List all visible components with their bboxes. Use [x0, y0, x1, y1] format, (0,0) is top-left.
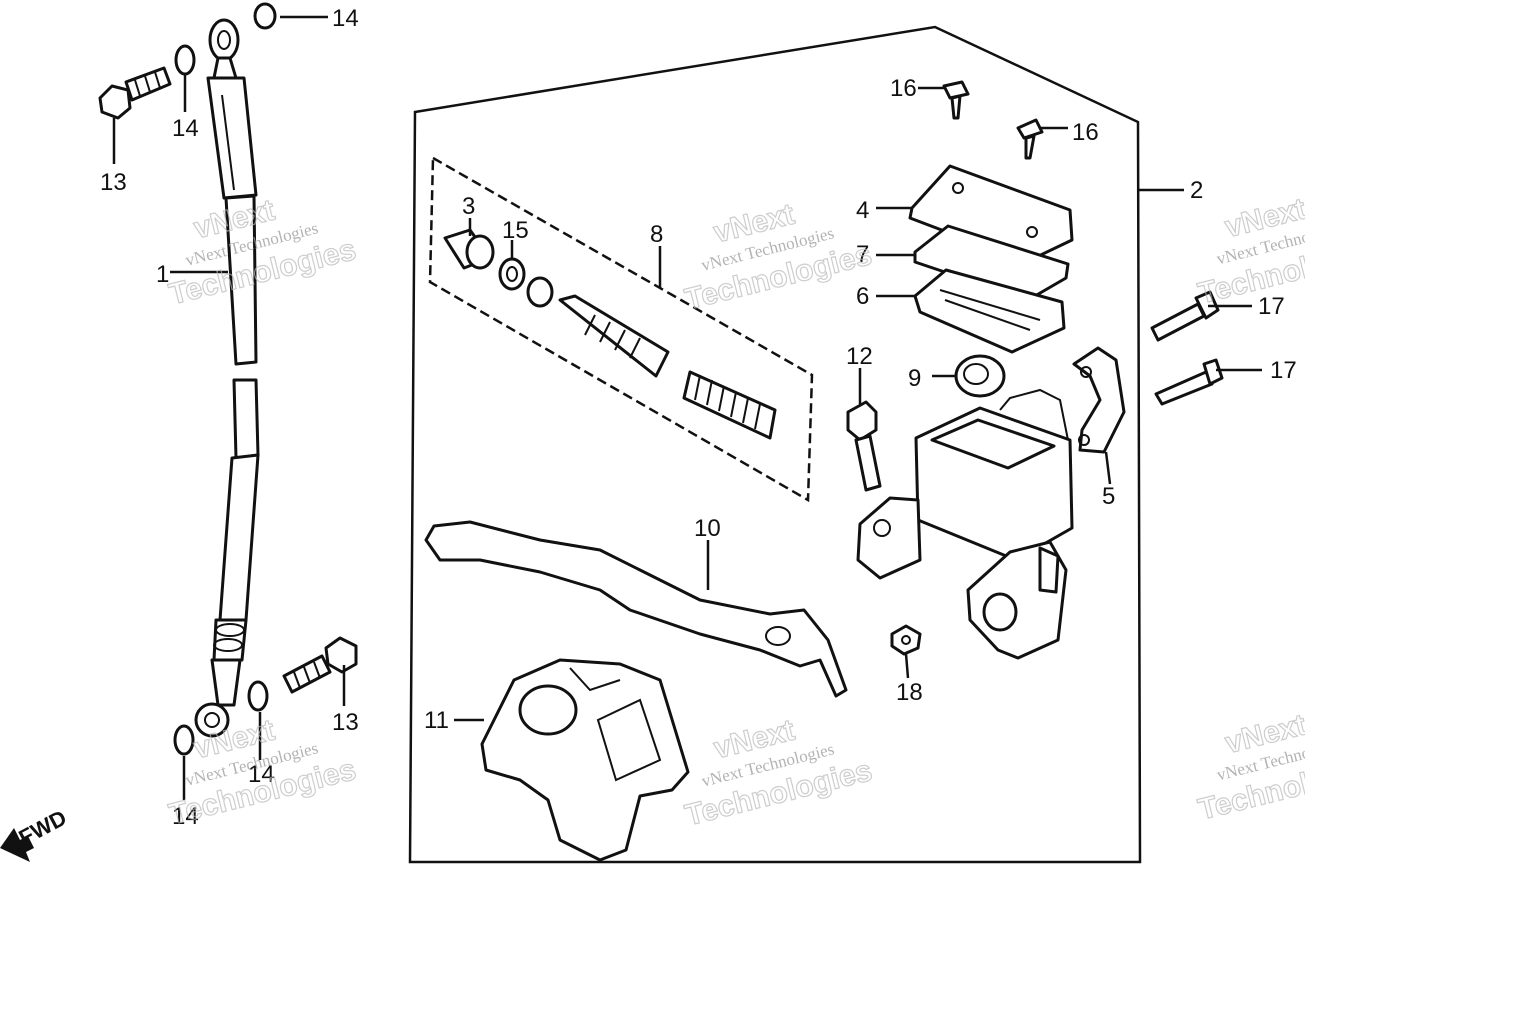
forward-arrow-icon	[0, 828, 34, 862]
forward-direction-indicator: FWD	[0, 805, 71, 862]
sealing-washer-1	[174, 44, 196, 76]
callout-14-upper: 14	[172, 115, 199, 142]
sealing-washer-3	[247, 680, 269, 712]
callout-14-lower: 14	[248, 761, 275, 788]
dust-boot	[954, 354, 1006, 398]
callout-5: 5	[1102, 483, 1115, 510]
callout-14-bottom: 14	[172, 803, 199, 830]
callout-14-top: 14	[332, 5, 359, 32]
callout-2: 2	[1190, 177, 1203, 204]
callout-16-right: 16	[1072, 119, 1099, 146]
callout-3: 3	[462, 193, 475, 220]
cap-screw-1	[942, 80, 970, 120]
reservoir-cap	[908, 164, 1074, 264]
callout-18: 18	[896, 679, 923, 706]
right-margin	[1305, 0, 1536, 1024]
callout-16-left: 16	[890, 75, 917, 102]
leader-lines	[112, 15, 1262, 800]
brake-hose	[194, 18, 260, 738]
lever-holder	[1072, 346, 1126, 454]
watermark-bottom-center: vNext vNext Technologies Technologies	[681, 713, 876, 833]
master-cylinder-body	[856, 388, 1074, 660]
assembly-frame	[408, 25, 1142, 864]
callout-13-lower: 13	[332, 709, 359, 736]
callout-17-lower: 17	[1270, 357, 1297, 384]
callout-7: 7	[856, 241, 869, 268]
callout-15: 15	[502, 217, 529, 244]
callout-1: 1	[156, 261, 169, 288]
banjo-bolt-upper	[98, 66, 172, 120]
callout-12: 12	[846, 343, 873, 370]
watermark-top-center: vNext vNext Technologies Technologies	[681, 197, 876, 317]
piston-kit-parts	[443, 228, 777, 440]
callout-17-upper: 17	[1258, 293, 1285, 320]
sealing-washer-4	[173, 724, 195, 756]
holder-bolt-1	[1150, 290, 1220, 342]
cap-screw-2	[1016, 118, 1044, 160]
diaphragm	[913, 268, 1066, 354]
callout-9: 9	[908, 365, 921, 392]
callout-4: 4	[856, 197, 869, 224]
pivot-nut	[890, 624, 922, 656]
callout-labels: 1 2 3 4 5 6 7 8 9 10 11 12 13 13 14 14 1…	[100, 5, 1297, 830]
callout-6: 6	[856, 283, 869, 310]
piston-kit-frame	[428, 155, 814, 503]
callout-13-upper: 13	[100, 169, 127, 196]
lever-cover	[480, 658, 690, 862]
brake-lever	[424, 520, 848, 698]
callout-11: 11	[424, 707, 449, 734]
brake-switch	[846, 400, 882, 492]
holder-bolt-2	[1154, 358, 1224, 406]
forward-label: FWD	[15, 805, 71, 851]
callout-8: 8	[650, 221, 663, 248]
sealing-washer-2	[253, 2, 277, 30]
callout-10: 10	[694, 515, 721, 542]
diaphragm-plate	[913, 224, 1070, 302]
banjo-bolt-lower	[282, 636, 358, 694]
